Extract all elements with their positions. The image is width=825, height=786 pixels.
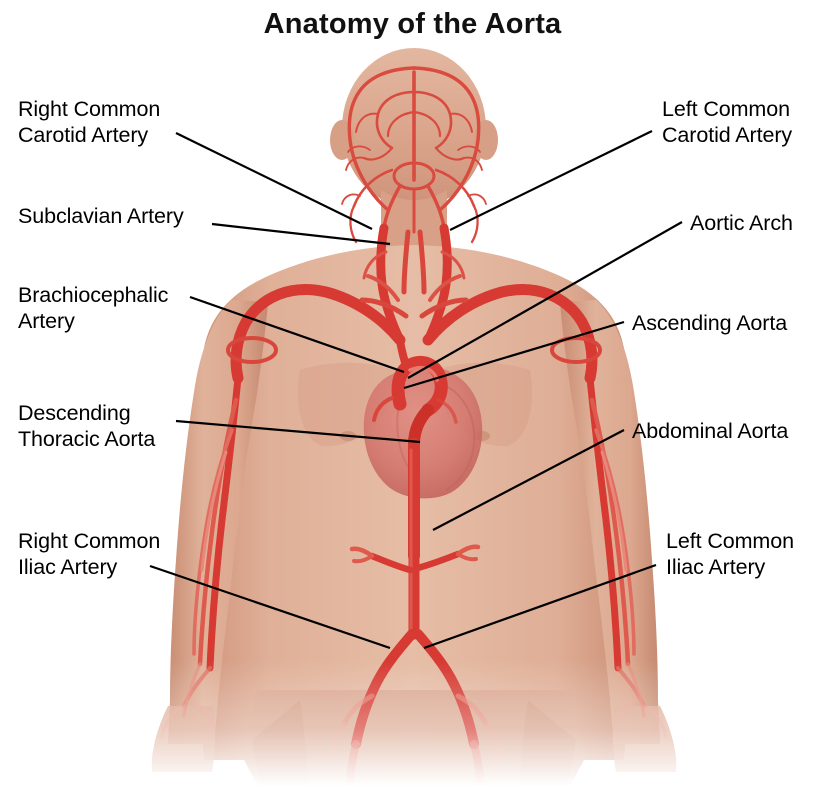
label-right-common-iliac-artery: Right Common Iliac Artery	[18, 529, 161, 579]
leader-line-abdominal-aorta	[432, 429, 625, 531]
label-aortic-arch: Aortic Arch	[690, 211, 793, 235]
leader-line-descending-thoracic-aorta	[175, 419, 421, 444]
label-left-common-carotid-artery: Left Common Carotid Artery	[662, 97, 793, 147]
bottom-fade	[120, 660, 705, 786]
label-descending-thoracic-aorta: Descending Thoracic Aorta	[18, 401, 156, 451]
page-title: Anatomy of the Aorta	[263, 8, 562, 40]
descending-aorta	[407, 438, 420, 640]
label-left-common-iliac-artery: Left Common Iliac Artery	[666, 529, 794, 579]
label-ascending-aorta: Ascending Aorta	[632, 311, 788, 335]
leader-line-brachiocephalic-artery	[189, 295, 405, 374]
label-abdominal-aorta: Abdominal Aorta	[632, 419, 789, 443]
leader-line-right-common-iliac-artery	[149, 564, 391, 650]
label-subclavian-artery: Subclavian Artery	[18, 204, 184, 228]
leader-line-aortic-arch	[407, 221, 683, 379]
label-brachiocephalic-artery: Brachiocephalic Artery	[18, 283, 169, 333]
leader-line-ascending-aorta	[403, 320, 625, 390]
heart	[363, 366, 483, 499]
leader-lines	[149, 130, 683, 650]
leader-line-left-common-iliac-artery	[423, 563, 657, 650]
cerebral-arteries	[341, 66, 487, 244]
subclavian-arteries	[226, 274, 602, 384]
leader-line-subclavian-artery	[211, 222, 391, 246]
leader-line-right-common-carotid-artery	[175, 132, 373, 230]
leader-line-left-common-carotid-artery	[449, 130, 653, 231]
renal-arteries	[349, 544, 481, 574]
label-right-common-carotid-artery: Right Common Carotid Artery	[18, 97, 161, 147]
